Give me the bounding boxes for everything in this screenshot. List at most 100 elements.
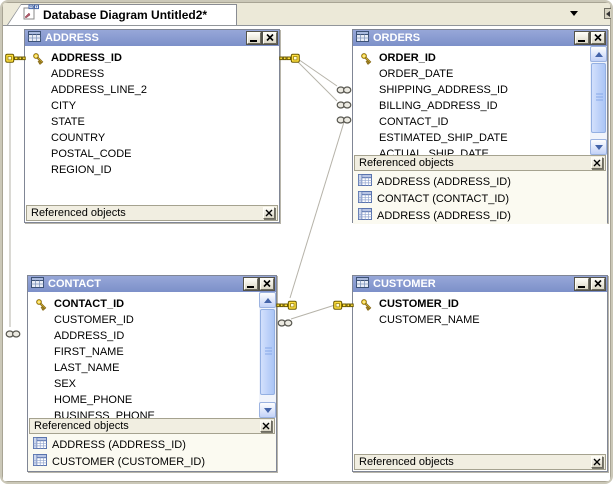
field-row[interactable]: SHIPPING_ADDRESS_ID bbox=[379, 84, 508, 96]
relationship-chain-icon[interactable] bbox=[277, 315, 293, 333]
field-row[interactable]: REGION_ID bbox=[51, 164, 112, 176]
scrollbar-thumb[interactable] bbox=[591, 63, 606, 133]
referenced-object-row[interactable]: ADDRESS (ADDRESS_ID) bbox=[353, 173, 607, 190]
table-icon bbox=[358, 190, 372, 208]
table-icon bbox=[28, 29, 41, 47]
field-row[interactable]: ADDRESS_ID bbox=[54, 330, 125, 342]
close-button[interactable] bbox=[591, 278, 605, 290]
field-row[interactable]: POSTAL_CODE bbox=[51, 148, 132, 160]
field-row[interactable]: STATE bbox=[51, 116, 85, 128]
minimize-button[interactable] bbox=[575, 278, 589, 290]
tab-scroll-button-partial[interactable] bbox=[604, 8, 611, 19]
minimize-button[interactable] bbox=[247, 32, 261, 44]
close-button[interactable] bbox=[260, 278, 274, 290]
address-titlebar[interactable]: ADDRESS bbox=[25, 30, 279, 46]
referenced-objects-label: Referenced objects bbox=[359, 456, 454, 468]
referenced-objects-bar: Referenced objects bbox=[26, 205, 278, 221]
field-row[interactable]: ORDER_ID bbox=[353, 50, 590, 66]
field-list: CUSTOMER_ID CUSTOMER_NAME bbox=[353, 292, 607, 454]
table-icon bbox=[358, 173, 372, 191]
entity-window-customer: CUSTOMER bbox=[352, 275, 608, 472]
close-icon[interactable] bbox=[591, 456, 603, 468]
close-icon[interactable] bbox=[591, 157, 603, 169]
vertical-scrollbar[interactable] bbox=[259, 292, 276, 418]
scroll-down-button[interactable] bbox=[259, 402, 276, 418]
relationship-key-icon[interactable] bbox=[333, 298, 354, 316]
field-row[interactable]: COUNTRY bbox=[51, 132, 106, 144]
close-button[interactable] bbox=[263, 32, 277, 44]
relationship-line bbox=[290, 304, 336, 320]
field-row[interactable]: ORDER_DATE bbox=[379, 68, 454, 80]
minimize-button[interactable] bbox=[244, 278, 258, 290]
relationship-key-icon[interactable] bbox=[5, 51, 26, 69]
table-icon bbox=[356, 275, 369, 293]
tab-strip: Database Diagram Untitled2* bbox=[3, 3, 611, 26]
close-icon[interactable] bbox=[260, 420, 272, 432]
relationship-chain-icon[interactable] bbox=[5, 326, 21, 344]
table-icon bbox=[356, 29, 369, 47]
table-icon bbox=[33, 436, 47, 454]
field-row[interactable]: CONTACT_ID bbox=[28, 296, 259, 312]
field-row[interactable]: BUSINESS_PHONE bbox=[54, 410, 155, 418]
relationship-chain-icon[interactable] bbox=[336, 97, 352, 115]
relationship-line bbox=[294, 56, 338, 87]
tab-list-dropdown-icon[interactable] bbox=[570, 11, 578, 16]
relationship-key-icon[interactable] bbox=[279, 51, 300, 69]
scrollbar-thumb[interactable] bbox=[260, 309, 275, 395]
referenced-objects-list: ADDRESS (ADDRESS_ID) CONTACT (CONTACT_ID… bbox=[353, 171, 607, 224]
field-row[interactable]: CITY bbox=[51, 100, 77, 112]
minimize-button[interactable] bbox=[575, 32, 589, 44]
entity-window-address: ADDRESS bbox=[24, 29, 280, 223]
entity-window-orders: ORDERS bbox=[352, 29, 608, 224]
field-row[interactable]: BILLING_ADDRESS_ID bbox=[379, 100, 498, 112]
relationship-line bbox=[289, 121, 345, 299]
table-icon bbox=[31, 275, 44, 293]
field-row[interactable]: LAST_NAME bbox=[54, 362, 120, 374]
referenced-objects-list: ADDRESS (ADDRESS_ID) CUSTOMER (CUSTOMER_… bbox=[28, 434, 276, 471]
primary-key-icon bbox=[360, 298, 374, 311]
customer-titlebar[interactable]: CUSTOMER bbox=[353, 276, 607, 292]
entity-window-contact: CONTACT bbox=[27, 275, 277, 472]
scroll-down-button[interactable] bbox=[590, 139, 607, 155]
field-row[interactable]: ESTIMATED_SHIP_DATE bbox=[379, 132, 508, 144]
field-list: ORDER_ID ORDER_DATE bbox=[353, 46, 607, 155]
field-row[interactable]: ADDRESS_LINE_2 bbox=[51, 84, 147, 96]
close-icon[interactable] bbox=[263, 207, 275, 219]
field-row[interactable]: CUSTOMER_ID bbox=[353, 296, 607, 312]
field-row[interactable]: SEX bbox=[54, 378, 77, 390]
referenced-objects-bar: Referenced objects bbox=[354, 454, 606, 470]
field-row[interactable]: ADDRESS_ID bbox=[25, 50, 279, 66]
relationship-chain-icon[interactable] bbox=[336, 82, 352, 100]
relationship-chain-icon[interactable] bbox=[336, 112, 352, 130]
referenced-object-row[interactable]: ADDRESS (ADDRESS_ID) bbox=[353, 207, 607, 224]
referenced-object-row[interactable]: ADDRESS (ADDRESS_ID) bbox=[28, 436, 276, 453]
referenced-objects-bar: Referenced objects bbox=[29, 418, 275, 434]
field-row[interactable]: CONTACT_ID bbox=[379, 116, 449, 128]
vertical-scrollbar[interactable] bbox=[590, 46, 607, 155]
relationship-key-icon[interactable] bbox=[276, 298, 297, 316]
field-row[interactable]: ACTUAL_SHIP_DATE bbox=[379, 148, 489, 155]
scroll-up-button[interactable] bbox=[590, 46, 607, 62]
referenced-object-row[interactable]: CONTACT (CONTACT_ID) bbox=[353, 190, 607, 207]
tab-database-diagram[interactable]: Database Diagram Untitled2* bbox=[7, 4, 237, 25]
contact-titlebar[interactable]: CONTACT bbox=[28, 276, 276, 292]
field-row[interactable]: HOME_PHONE bbox=[54, 394, 133, 406]
primary-key-icon bbox=[32, 52, 46, 65]
window-title: CONTACT bbox=[48, 278, 101, 290]
field-row[interactable]: CUSTOMER_ID bbox=[54, 314, 134, 326]
field-list: ADDRESS_ID ADDRESS bbox=[25, 46, 279, 205]
field-row[interactable]: CUSTOMER_NAME bbox=[379, 314, 480, 326]
scroll-up-button[interactable] bbox=[259, 292, 276, 308]
window-title: ADDRESS bbox=[45, 32, 99, 44]
field-list: CONTACT_ID CUSTOMER_ID bbox=[28, 292, 276, 418]
table-icon bbox=[33, 453, 47, 471]
database-diagram-icon bbox=[23, 4, 39, 25]
field-row[interactable]: FIRST_NAME bbox=[54, 346, 124, 358]
field-row[interactable]: ADDRESS bbox=[51, 68, 105, 80]
referenced-object-row[interactable]: CUSTOMER (CUSTOMER_ID) bbox=[28, 453, 276, 470]
orders-titlebar[interactable]: ORDERS bbox=[353, 30, 607, 46]
diagram-canvas[interactable]: ADDRESS bbox=[3, 26, 610, 481]
close-button[interactable] bbox=[591, 32, 605, 44]
window-title: CUSTOMER bbox=[373, 278, 436, 290]
